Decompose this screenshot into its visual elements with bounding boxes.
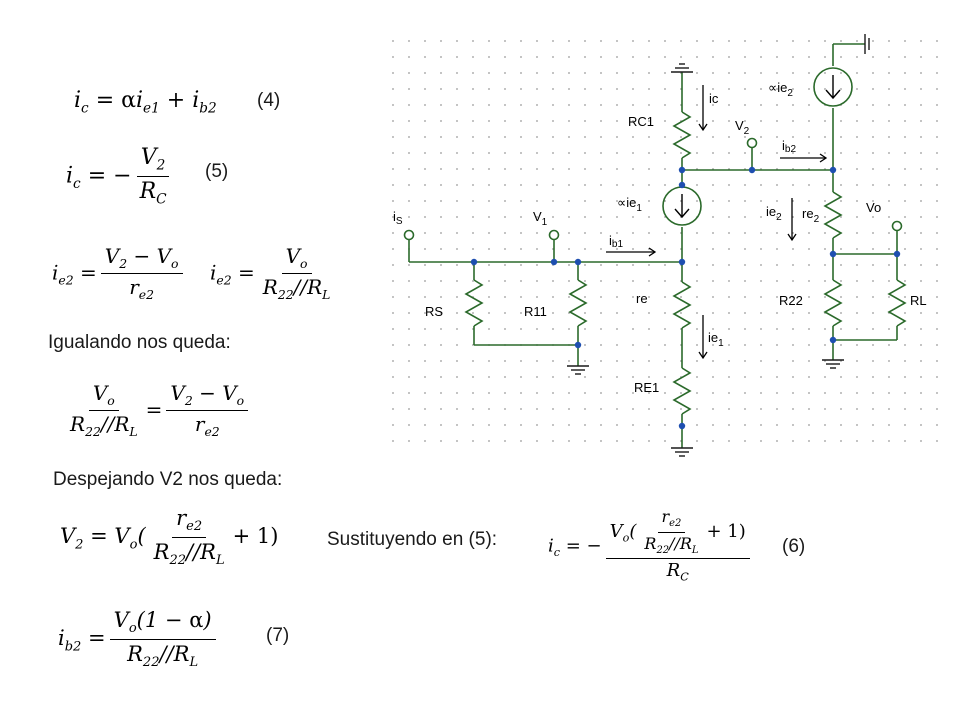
junction-dot <box>470 258 478 266</box>
v1-label: V1 <box>533 209 548 228</box>
junction-dot <box>678 166 686 174</box>
dependent-source-1-label: ∝ie1 <box>617 195 642 214</box>
junction-dot <box>550 258 558 266</box>
junction-dot <box>829 336 837 344</box>
junction-dot <box>574 258 582 266</box>
r22-resistor <box>823 279 843 327</box>
ib1-label: ib1 <box>609 233 623 250</box>
ground-symbol-r11 <box>567 365 589 375</box>
junction-dot <box>574 341 582 349</box>
junction-dot <box>678 181 686 189</box>
supply-symbol-rc1 <box>671 63 693 73</box>
dependent-source-2-label: ∝ie2 <box>768 80 793 99</box>
re-resistor <box>672 281 692 329</box>
equation-number-5: (5) <box>205 161 229 182</box>
supply-symbol-top-right <box>864 34 870 54</box>
sustituyendo-text: Sustituyendo en (5): <box>327 529 498 550</box>
is-label: iS <box>393 209 403 227</box>
re1-label: RE1 <box>634 380 659 395</box>
ie1-arrow-icon <box>698 315 708 360</box>
equation-4: ic = αie1 + ib2 <box>74 88 217 117</box>
equation-7: ib2 =Vo(1 − α)R22//RL <box>58 608 220 671</box>
ground-symbol-re1 <box>671 447 693 457</box>
re1-resistor <box>672 367 692 415</box>
ground-symbol-r22 <box>822 359 844 369</box>
re2-resistor <box>823 191 843 239</box>
vo-terminal <box>891 220 903 232</box>
ic-label: ic <box>709 91 719 106</box>
equation-number-7: (7) <box>266 625 290 646</box>
v2-label: V2 <box>735 118 750 137</box>
v1-terminal <box>548 229 560 241</box>
r22-label: R22 <box>779 293 803 308</box>
junction-dot <box>829 250 837 258</box>
ib2-arrow-icon <box>780 153 828 163</box>
vo-label: Vo <box>866 200 881 215</box>
rl-resistor <box>887 279 907 327</box>
ib1-arrow-icon <box>606 247 657 257</box>
rs-resistor <box>464 279 484 327</box>
ic-arrow-icon <box>698 85 708 132</box>
rc1-resistor <box>672 111 692 159</box>
junction-dot <box>678 422 686 430</box>
equation-number-4: (4) <box>257 90 281 111</box>
junction-dot <box>748 166 756 174</box>
despejando-text: Despejando V2 nos queda: <box>53 469 283 490</box>
dependent-source-2 <box>813 67 853 107</box>
rs-label: RS <box>425 304 443 319</box>
rl-label: RL <box>910 293 927 308</box>
r11-resistor <box>568 279 588 327</box>
is-terminal <box>403 229 415 241</box>
igualando-text: Igualando nos queda: <box>48 332 231 353</box>
re2-label: re2 <box>802 206 820 225</box>
equation-number-6: (6) <box>782 536 806 557</box>
ie2-arrow-icon <box>787 198 797 242</box>
junction-dot <box>678 258 686 266</box>
v2-terminal <box>746 137 758 149</box>
r11-label: R11 <box>524 304 547 319</box>
ie2-label: ie2 <box>766 204 782 223</box>
rc1-label: RC1 <box>628 114 654 129</box>
ib2-label: ib2 <box>782 138 796 155</box>
junction-dot <box>893 250 901 258</box>
ie1-label: ie1 <box>708 330 724 349</box>
junction-dot <box>829 166 837 174</box>
schematic-grid <box>380 35 940 455</box>
re-label: re <box>636 291 648 306</box>
